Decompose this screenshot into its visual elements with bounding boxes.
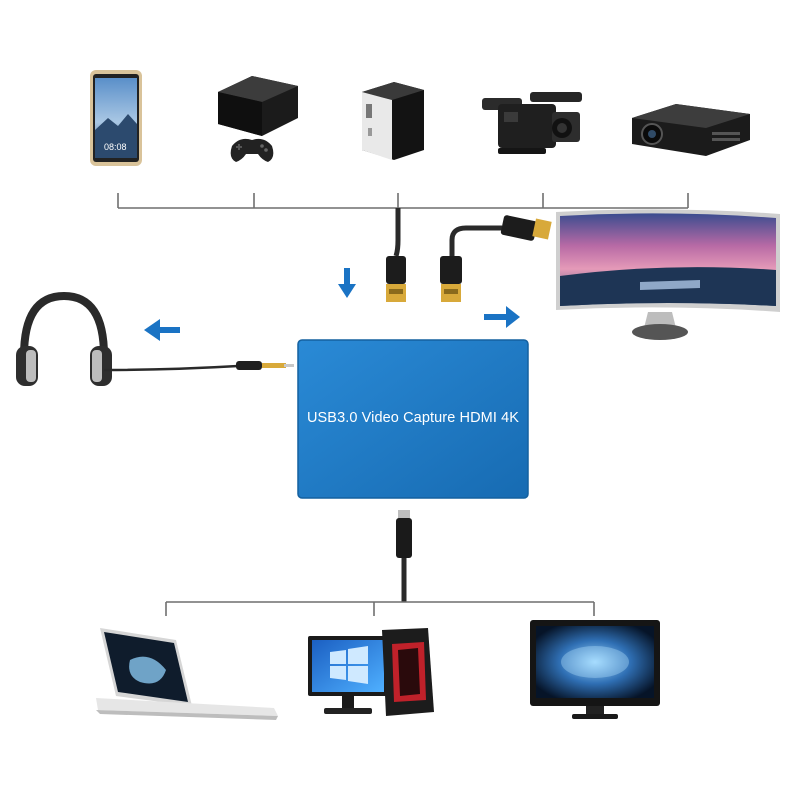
source-bracket	[117, 193, 689, 209]
projector-icon	[632, 104, 750, 156]
hdmi-input-cable	[386, 208, 406, 302]
all-in-one-icon	[530, 620, 660, 719]
capture-device	[297, 339, 529, 499]
game-console-icon	[218, 76, 298, 162]
usb-c-cable	[396, 510, 412, 602]
smartphone-icon: 08:08	[90, 70, 142, 166]
device-label: USB3.0 Video Capture HDMI 4K	[306, 410, 520, 426]
headphones-icon	[16, 291, 112, 386]
computer-bracket	[165, 601, 595, 616]
phone-clock: 08:08	[104, 142, 127, 152]
hdmi-output-cable	[440, 215, 552, 302]
laptop-icon	[96, 628, 278, 720]
camcorder-icon	[482, 92, 582, 154]
desktop-pc-icon	[308, 628, 434, 716]
tv-box-icon	[362, 82, 424, 160]
left-arrow-icon	[144, 319, 180, 341]
right-arrow-icon	[484, 306, 520, 328]
down-arrow-icon	[338, 268, 356, 298]
audio-cable	[103, 361, 294, 372]
curved-monitor-icon	[556, 209, 780, 340]
